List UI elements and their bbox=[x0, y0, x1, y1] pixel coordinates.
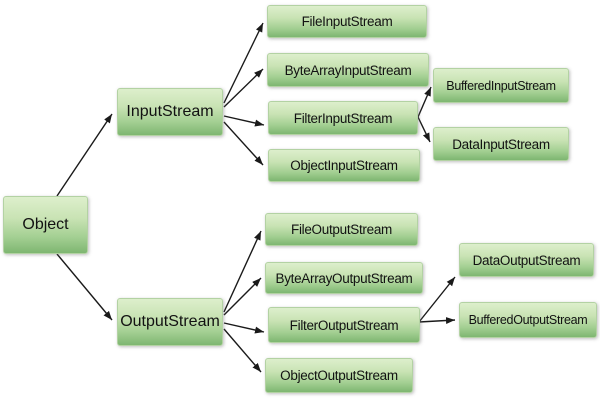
node-file-input-stream: FileInputStream bbox=[267, 5, 427, 38]
edge-inputstream-fileinputstream bbox=[223, 22, 264, 104]
edge-filteroutputstream-bufferedoutputstream bbox=[418, 317, 456, 324]
edge-inputstream-objectinputstream bbox=[223, 121, 264, 166]
edge-outputstream-objectoutputstream bbox=[223, 328, 262, 373]
node-data-input-stream: DataInputStream bbox=[433, 127, 569, 161]
node-buffered-output-stream: BufferedOutputStream bbox=[459, 302, 597, 338]
edge-outputstream-bytearrayoutputstream bbox=[223, 277, 262, 316]
node-data-output-stream: DataOutputStream bbox=[459, 243, 594, 277]
node-filter-input-stream: FilterInputStream bbox=[268, 101, 418, 135]
node-object-output-stream: ObjectOutputStream bbox=[265, 358, 413, 393]
edge-filterinputstream-datainputstream bbox=[417, 116, 431, 143]
node-object-input-stream: ObjectInputStream bbox=[268, 149, 420, 182]
node-file-output-stream: FileOutputStream bbox=[265, 213, 418, 246]
edge-inputstream-filterinputstream bbox=[223, 115, 265, 127]
edge-inputstream-bytearrayinputstream bbox=[223, 68, 264, 108]
edge-outputstream-filteroutputstream bbox=[223, 322, 265, 334]
edge-filterinputstream-bufferedinputstream bbox=[417, 86, 432, 118]
node-byte-array-output-stream: ByteArrayOutputStream bbox=[265, 262, 423, 294]
node-output-stream: OutputStream bbox=[117, 298, 223, 346]
node-input-stream: InputStream bbox=[117, 88, 223, 136]
edge-filteroutputstream-dataoutputstream bbox=[418, 276, 456, 323]
node-filter-output-stream: FilterOutputStream bbox=[268, 307, 420, 343]
node-byte-array-input-stream: ByteArrayInputStream bbox=[267, 53, 429, 87]
node-buffered-input-stream: BufferedInputStream bbox=[433, 68, 569, 103]
edge-outputstream-fileoutputstream bbox=[223, 230, 262, 313]
node-object: Object bbox=[3, 196, 88, 254]
edge-object-outputstream bbox=[56, 253, 113, 321]
edge-object-inputstream bbox=[56, 113, 113, 197]
